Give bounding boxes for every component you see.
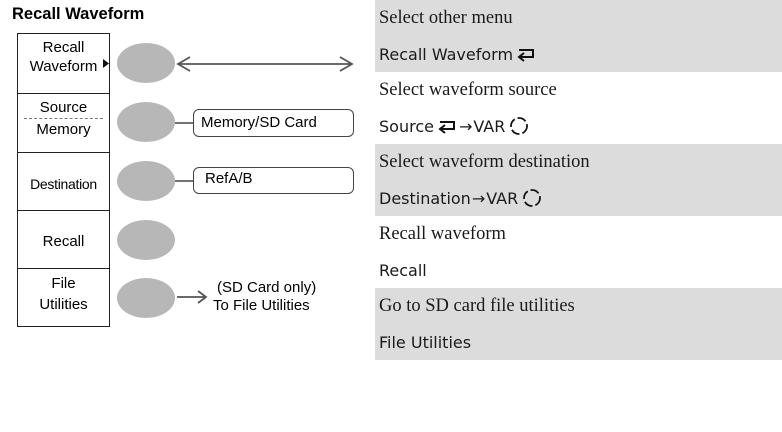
sd-card-only-note: (SD Card only)	[217, 279, 317, 296]
row-select-destination: Select waveform destination	[375, 144, 782, 180]
return-arrow-icon	[517, 49, 535, 62]
memory-sd-card-option: Memory/SD Card	[193, 109, 354, 137]
row-recall-waveform-key: Recall Waveform	[375, 36, 782, 72]
double-arrow-icon	[176, 56, 354, 72]
var-knob-icon	[510, 117, 529, 135]
menu-item-label-line1: Recall	[42, 39, 85, 56]
row-text: File Utilities	[379, 332, 472, 352]
menu-pointer-icon	[103, 59, 109, 68]
menu-item-memory-label: Memory	[36, 121, 91, 138]
f5-key[interactable]	[117, 278, 175, 318]
menu-item-recall-waveform[interactable]: Recall Waveform	[18, 38, 109, 76]
menu-divider	[18, 268, 109, 269]
menu-item-file-utilities[interactable]: File Utilities	[18, 274, 109, 314]
row-text: Select waveform destination	[379, 151, 590, 172]
menu-divider	[18, 210, 109, 211]
page-title: Recall Waveform	[12, 5, 145, 23]
row-destination-key: Destination → VAR	[375, 180, 782, 216]
ref-ab-option: RefA/B	[193, 167, 354, 194]
row-recall-waveform: Recall waveform	[375, 216, 782, 252]
soft-menu-panel: Recall Waveform Source Memory Destinatio…	[17, 33, 110, 327]
row-go-to-sd: Go to SD card file utilities	[375, 288, 782, 324]
row-source-key: Source → VAR	[375, 108, 782, 144]
menu-sub-divider	[24, 118, 103, 119]
f4-key[interactable]	[117, 220, 175, 260]
menu-item-label-line2: Utilities	[39, 296, 88, 313]
row-text: Recall Waveform	[379, 44, 514, 64]
var-label: VAR	[473, 116, 506, 136]
arrow-text: →	[471, 188, 486, 208]
row-recall-key: Recall	[375, 252, 782, 288]
f3-key[interactable]	[117, 161, 175, 201]
row-text: Go to SD card file utilities	[379, 295, 575, 316]
to-file-utilities-note: To File Utilities	[213, 297, 310, 314]
row-file-utilities-key: File Utilities	[375, 324, 782, 360]
var-knob-icon	[523, 189, 542, 207]
row-text: Recall	[379, 260, 427, 280]
row-select-other-menu: Select other menu	[375, 0, 782, 36]
f1-key[interactable]	[117, 43, 175, 83]
menu-item-label-line2: Waveform	[29, 58, 98, 75]
menu-item-destination[interactable]: Destination	[30, 176, 97, 192]
row-text: Destination	[379, 188, 471, 208]
f2-key[interactable]	[117, 102, 175, 142]
row-select-source: Select waveform source	[375, 72, 782, 108]
menu-divider	[18, 152, 109, 153]
row-text: Source	[379, 116, 434, 136]
row-text: Recall waveform	[379, 223, 506, 244]
arrow-text: →	[458, 116, 473, 136]
menu-item-label-line1: File	[51, 275, 76, 292]
var-label: VAR	[486, 188, 519, 208]
menu-item-recall[interactable]: Recall	[42, 233, 85, 250]
menu-item-source-label: Source	[39, 99, 88, 116]
menu-divider	[18, 93, 109, 94]
right-arrow-icon	[177, 290, 208, 304]
return-arrow-icon	[438, 121, 455, 134]
menu-item-source-memory[interactable]: Source Memory	[18, 98, 109, 139]
row-text: Select waveform source	[379, 79, 557, 100]
row-text: Select other menu	[379, 7, 513, 28]
